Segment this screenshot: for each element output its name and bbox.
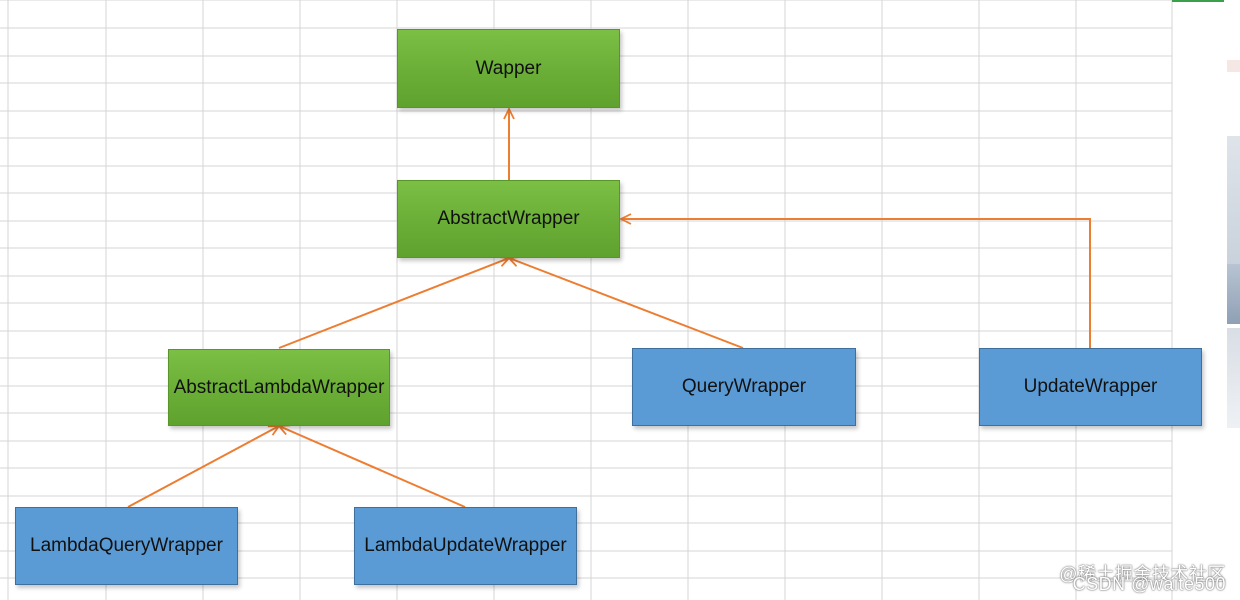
lambda-update-wrapper-label: LambdaUpdateWrapper	[364, 535, 567, 556]
strip-thumbnail	[1227, 60, 1240, 72]
abstract-wrapper-node[interactable]: AbstractWrapper	[397, 180, 620, 258]
side-panel-strip	[1172, 0, 1240, 600]
update-wrapper-label: UpdateWrapper	[1023, 376, 1158, 397]
wapper-node[interactable]: Wapper	[397, 29, 620, 108]
watermark-csdn: CSDN @waite500	[1072, 574, 1226, 594]
lambda-query-wrapper-label: LambdaQueryWrapper	[30, 535, 223, 556]
wapper-label: Wapper	[475, 57, 542, 79]
watermark-juejin: @稀土掘金技术社区	[1059, 564, 1226, 584]
strip-thumbnail	[1227, 136, 1240, 264]
abstract-lambda-wrapper-node[interactable]: AbstractLambdaWrapper	[168, 349, 390, 426]
strip-thumbnail	[1227, 264, 1240, 324]
query-wrapper-node[interactable]: QueryWrapper	[632, 348, 856, 426]
lambda-query-wrapper-node[interactable]: LambdaQueryWrapper	[15, 507, 238, 585]
strip-thumbnail	[1227, 328, 1240, 428]
abstract-lambda-wrapper-label: AbstractLambdaWrapper	[173, 376, 385, 398]
lambda-update-wrapper-node[interactable]: LambdaUpdateWrapper	[354, 507, 577, 585]
update-wrapper-node[interactable]: UpdateWrapper	[979, 348, 1202, 426]
abstract-wrapper-label: AbstractWrapper	[437, 208, 580, 229]
strip-accent-line	[1172, 0, 1224, 2]
query-wrapper-label: QueryWrapper	[681, 376, 807, 397]
